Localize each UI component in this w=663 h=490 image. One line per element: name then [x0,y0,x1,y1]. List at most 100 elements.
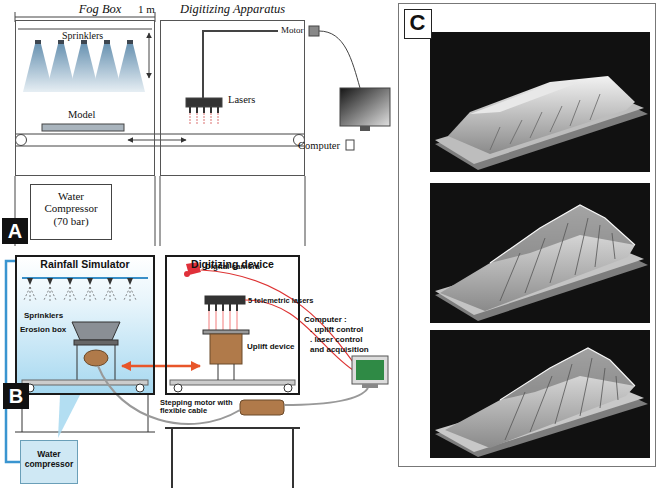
part-label: Sprinklers [24,312,63,321]
relief-photo [505,358,618,440]
erosion-box [84,350,108,366]
laser-beam [209,311,237,330]
panel-frame [399,4,656,467]
laser-beam [218,113,219,124]
note-text: and acquisition [310,346,369,355]
erosion-box [74,340,118,345]
signal-cable [201,270,356,372]
erosion-box [72,322,120,380]
motor-symbol [309,26,319,36]
digital-camera [184,271,190,277]
transfer-arrow [122,365,200,368]
water-pipe [6,261,20,462]
panel-c-drawing [399,4,656,467]
relief-photo [500,348,635,400]
sprinkler-cone [115,44,145,92]
laser-beam [216,311,217,330]
stepping-motor [240,400,284,415]
laser-beam [204,113,205,124]
node-text: C [405,11,430,36]
sprinkler-nozzle [27,278,33,285]
frame-leg [15,432,155,433]
node-text: B [3,385,29,407]
note-text: . laser control [310,336,362,345]
relief-photo [430,330,650,458]
sprinkler-nozzle [87,278,93,285]
compressor-box: Water Compressor (70 bar) [30,184,112,240]
rain-spray [64,287,76,302]
uplift-device [203,330,249,380]
conveyor-belt [22,380,148,385]
laser-pin [215,304,217,311]
sprinkler-pipe [18,29,152,30]
computer-monitor [352,356,388,384]
relief-photo [430,330,650,458]
laser-gantry [203,30,278,32]
uplift-device [203,330,249,334]
part-label: Erosion box [20,326,66,335]
sprinkler-nozzle [127,40,133,44]
transfer-arrow [128,140,186,141]
part-label: Digital camera [205,263,260,272]
note-text: Computer : [304,316,347,325]
rain-spray [84,287,96,302]
relief-photo [440,205,635,311]
support-table [171,428,173,488]
relief-photo [490,205,635,263]
relief-photo [500,218,615,301]
relief-photo [430,32,650,172]
computer-unit [346,140,354,150]
laser-pin [196,107,198,113]
panel-letter: C [404,9,432,39]
compressor-box: Water compressor [20,440,78,484]
sprinkler-cone [23,44,145,92]
erosion-box [77,345,78,380]
rain-spray [24,287,136,302]
relief-photo [490,94,600,150]
part-label: Uplift device [247,343,295,352]
sprinkler-nozzle [127,278,133,285]
frame-leg [305,176,306,246]
laser-pin [190,107,218,113]
conveyor-belt [170,380,295,385]
conveyor-belt [16,135,27,146]
simulator-box: Rainfall Simulator [15,255,155,395]
sprinkler-nozzle [35,40,41,44]
rain-spray [104,287,116,302]
part-label: Stepping motor with flexible cable [160,399,238,416]
motor-cable [319,31,360,88]
relief-photo [500,348,635,400]
part-label: Sprinklers [62,30,103,41]
water-drain [58,395,80,438]
panel-letter: A [2,218,28,244]
laser-pin [217,107,219,113]
laser-pin [209,304,237,311]
uplift-device [218,364,219,380]
uplift-device [234,364,235,380]
sprinkler-nozzle [104,40,110,44]
laser-beam [190,113,191,124]
motion-arrow [149,33,150,78]
sprinkler-nozzle [47,278,53,285]
laser-pin [229,304,231,311]
part-label: Lasers [228,94,255,106]
frame-leg [160,176,161,246]
laser-beam [197,113,198,124]
laser-head [186,98,222,107]
laser-pin [189,107,191,113]
computer-monitor [356,360,384,380]
node-text: Digitizing Apparatus [161,2,304,16]
uplift-device [210,334,242,364]
sprinkler-nozzle [107,278,113,285]
computer-monitor [352,356,388,388]
laser-beam [223,311,224,330]
panel-a-drawing [15,12,390,246]
relief-photo [445,348,635,448]
part-label: Motor [281,25,304,35]
conveyor-belt [136,384,144,392]
conveyor-belt [284,384,292,392]
laser-pin [222,304,224,311]
note-text: . uplift control [310,326,363,335]
